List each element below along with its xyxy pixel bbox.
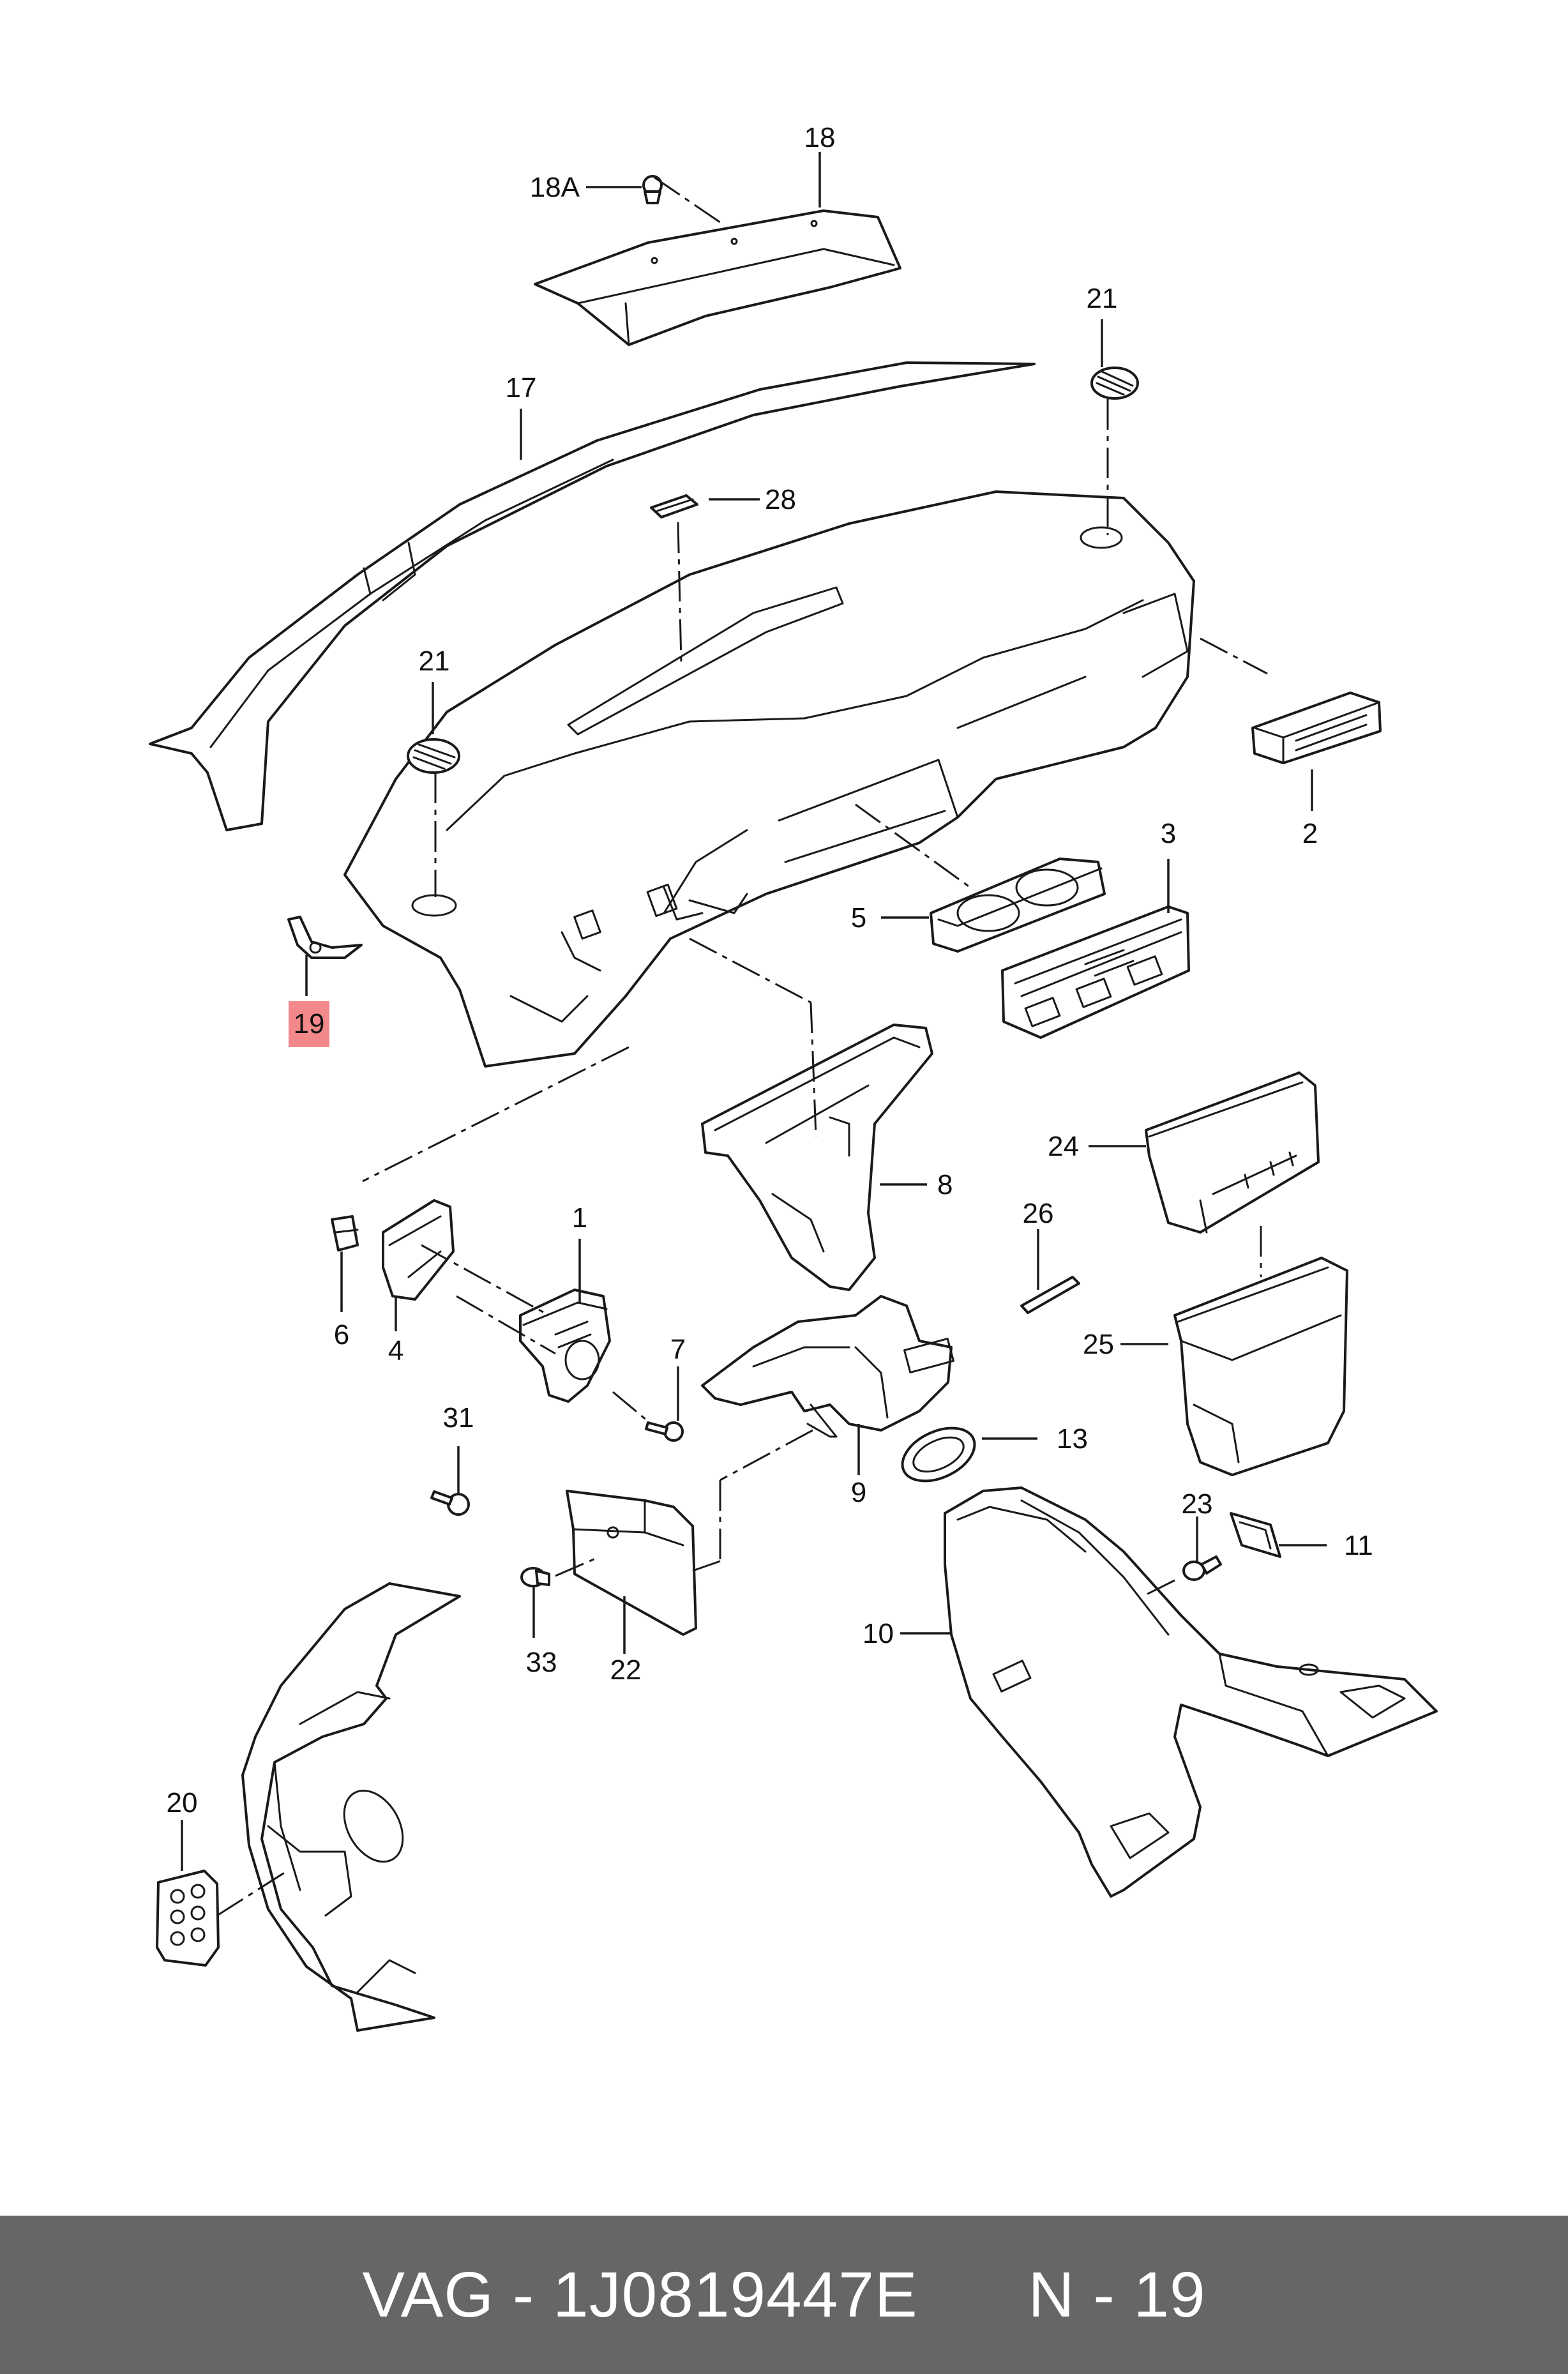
callout-21-lower: 21	[419, 646, 450, 677]
footer-position: 19	[1133, 2258, 1206, 2331]
callout-11: 11	[1344, 1530, 1373, 1561]
part-21-grille-upper	[1090, 367, 1139, 400]
footer-separator: -	[494, 2258, 553, 2332]
callout-9: 9	[851, 1477, 866, 1508]
callout-4: 4	[388, 1335, 403, 1366]
part-20-grille	[156, 1870, 220, 1967]
part-23-screw	[1182, 1555, 1222, 1581]
part-31-screw	[430, 1490, 470, 1516]
footer-section: N	[1028, 2258, 1075, 2331]
callout-25: 25	[1083, 1329, 1114, 1360]
callout-2: 2	[1302, 818, 1318, 849]
part-9-duct-junction	[701, 1295, 954, 1438]
assembly-lines	[216, 176, 1268, 1917]
callout-17: 17	[506, 372, 537, 404]
part-13-ring-seal	[901, 1426, 976, 1483]
part-26-pin	[1020, 1276, 1080, 1314]
callout-1: 1	[572, 1202, 587, 1234]
footer-brand: VAG	[362, 2258, 495, 2331]
part-6-clip	[331, 1215, 359, 1251]
leader-lines	[181, 152, 1327, 1871]
part-3-vent-bezel	[1001, 905, 1190, 1039]
callout-31: 31	[443, 1402, 474, 1433]
callout-19: 19	[294, 1008, 325, 1040]
part-22-bracket-panel	[566, 1490, 697, 1636]
part-28-clip	[650, 494, 698, 518]
callout-10: 10	[863, 1618, 894, 1649]
part-17-cowl-panel	[149, 361, 1036, 831]
callout-18: 18	[804, 122, 836, 153]
callout-13: 13	[1057, 1423, 1088, 1455]
callout-8: 8	[937, 1169, 953, 1200]
part-18a-screw	[642, 175, 663, 204]
footer-separator-glyph: -	[512, 2258, 535, 2331]
callout-6: 6	[334, 1319, 349, 1350]
part-1-left-vent	[519, 1289, 611, 1403]
part-24-vent-upper	[1145, 1071, 1320, 1234]
callout-23: 23	[1182, 1488, 1213, 1520]
footer-bar: VAG - 1J0819447E N - 19	[0, 2216, 1568, 2374]
callout-18a: 18A	[530, 172, 580, 203]
callout-3: 3	[1161, 818, 1176, 849]
part-2-side-vent	[1251, 692, 1382, 764]
part-7-screw	[645, 1421, 684, 1442]
part-11-cover	[1230, 1512, 1281, 1558]
footer-separator-2: -	[1075, 2258, 1134, 2332]
callout-21-upper: 21	[1087, 283, 1118, 314]
callout-20: 20	[167, 1787, 198, 1818]
callout-22: 22	[610, 1654, 642, 1686]
part-18-trim-strip	[534, 209, 901, 346]
highlight-box	[289, 1001, 329, 1047]
callout-7: 7	[670, 1334, 686, 1365]
footer-part-number: 1J0819447E	[552, 2258, 918, 2331]
footer-gap	[918, 2258, 1029, 2332]
part-25-vent-lower	[1173, 1257, 1348, 1476]
part-19-bracket	[287, 916, 363, 959]
part-5-center-vent	[930, 858, 1106, 953]
part-33-clip	[520, 1567, 550, 1587]
lower-dash-shell	[241, 1582, 461, 2032]
exploded-parts-diagram: 18 18A 17 28 21 21 2 3 5 19 8 24 26 1 6 …	[149, 122, 1438, 2032]
callout-5: 5	[851, 902, 866, 934]
part-4-vent-housing	[382, 1199, 455, 1301]
callout-labels: 18 18A 17 28 21 21 2 3 5 19 8 24 26 1 6 …	[167, 122, 1373, 1818]
callout-24: 24	[1048, 1131, 1079, 1162]
callout-33: 33	[526, 1647, 557, 1678]
callout-28: 28	[765, 484, 796, 515]
callout-26: 26	[1023, 1198, 1054, 1229]
part-10-floor-duct	[944, 1486, 1438, 1898]
part-21-grille-lower	[407, 738, 460, 774]
dashboard-body	[343, 490, 1195, 1068]
footer-separator-glyph-2: -	[1093, 2258, 1115, 2331]
part-8-center-duct	[701, 1024, 933, 1291]
